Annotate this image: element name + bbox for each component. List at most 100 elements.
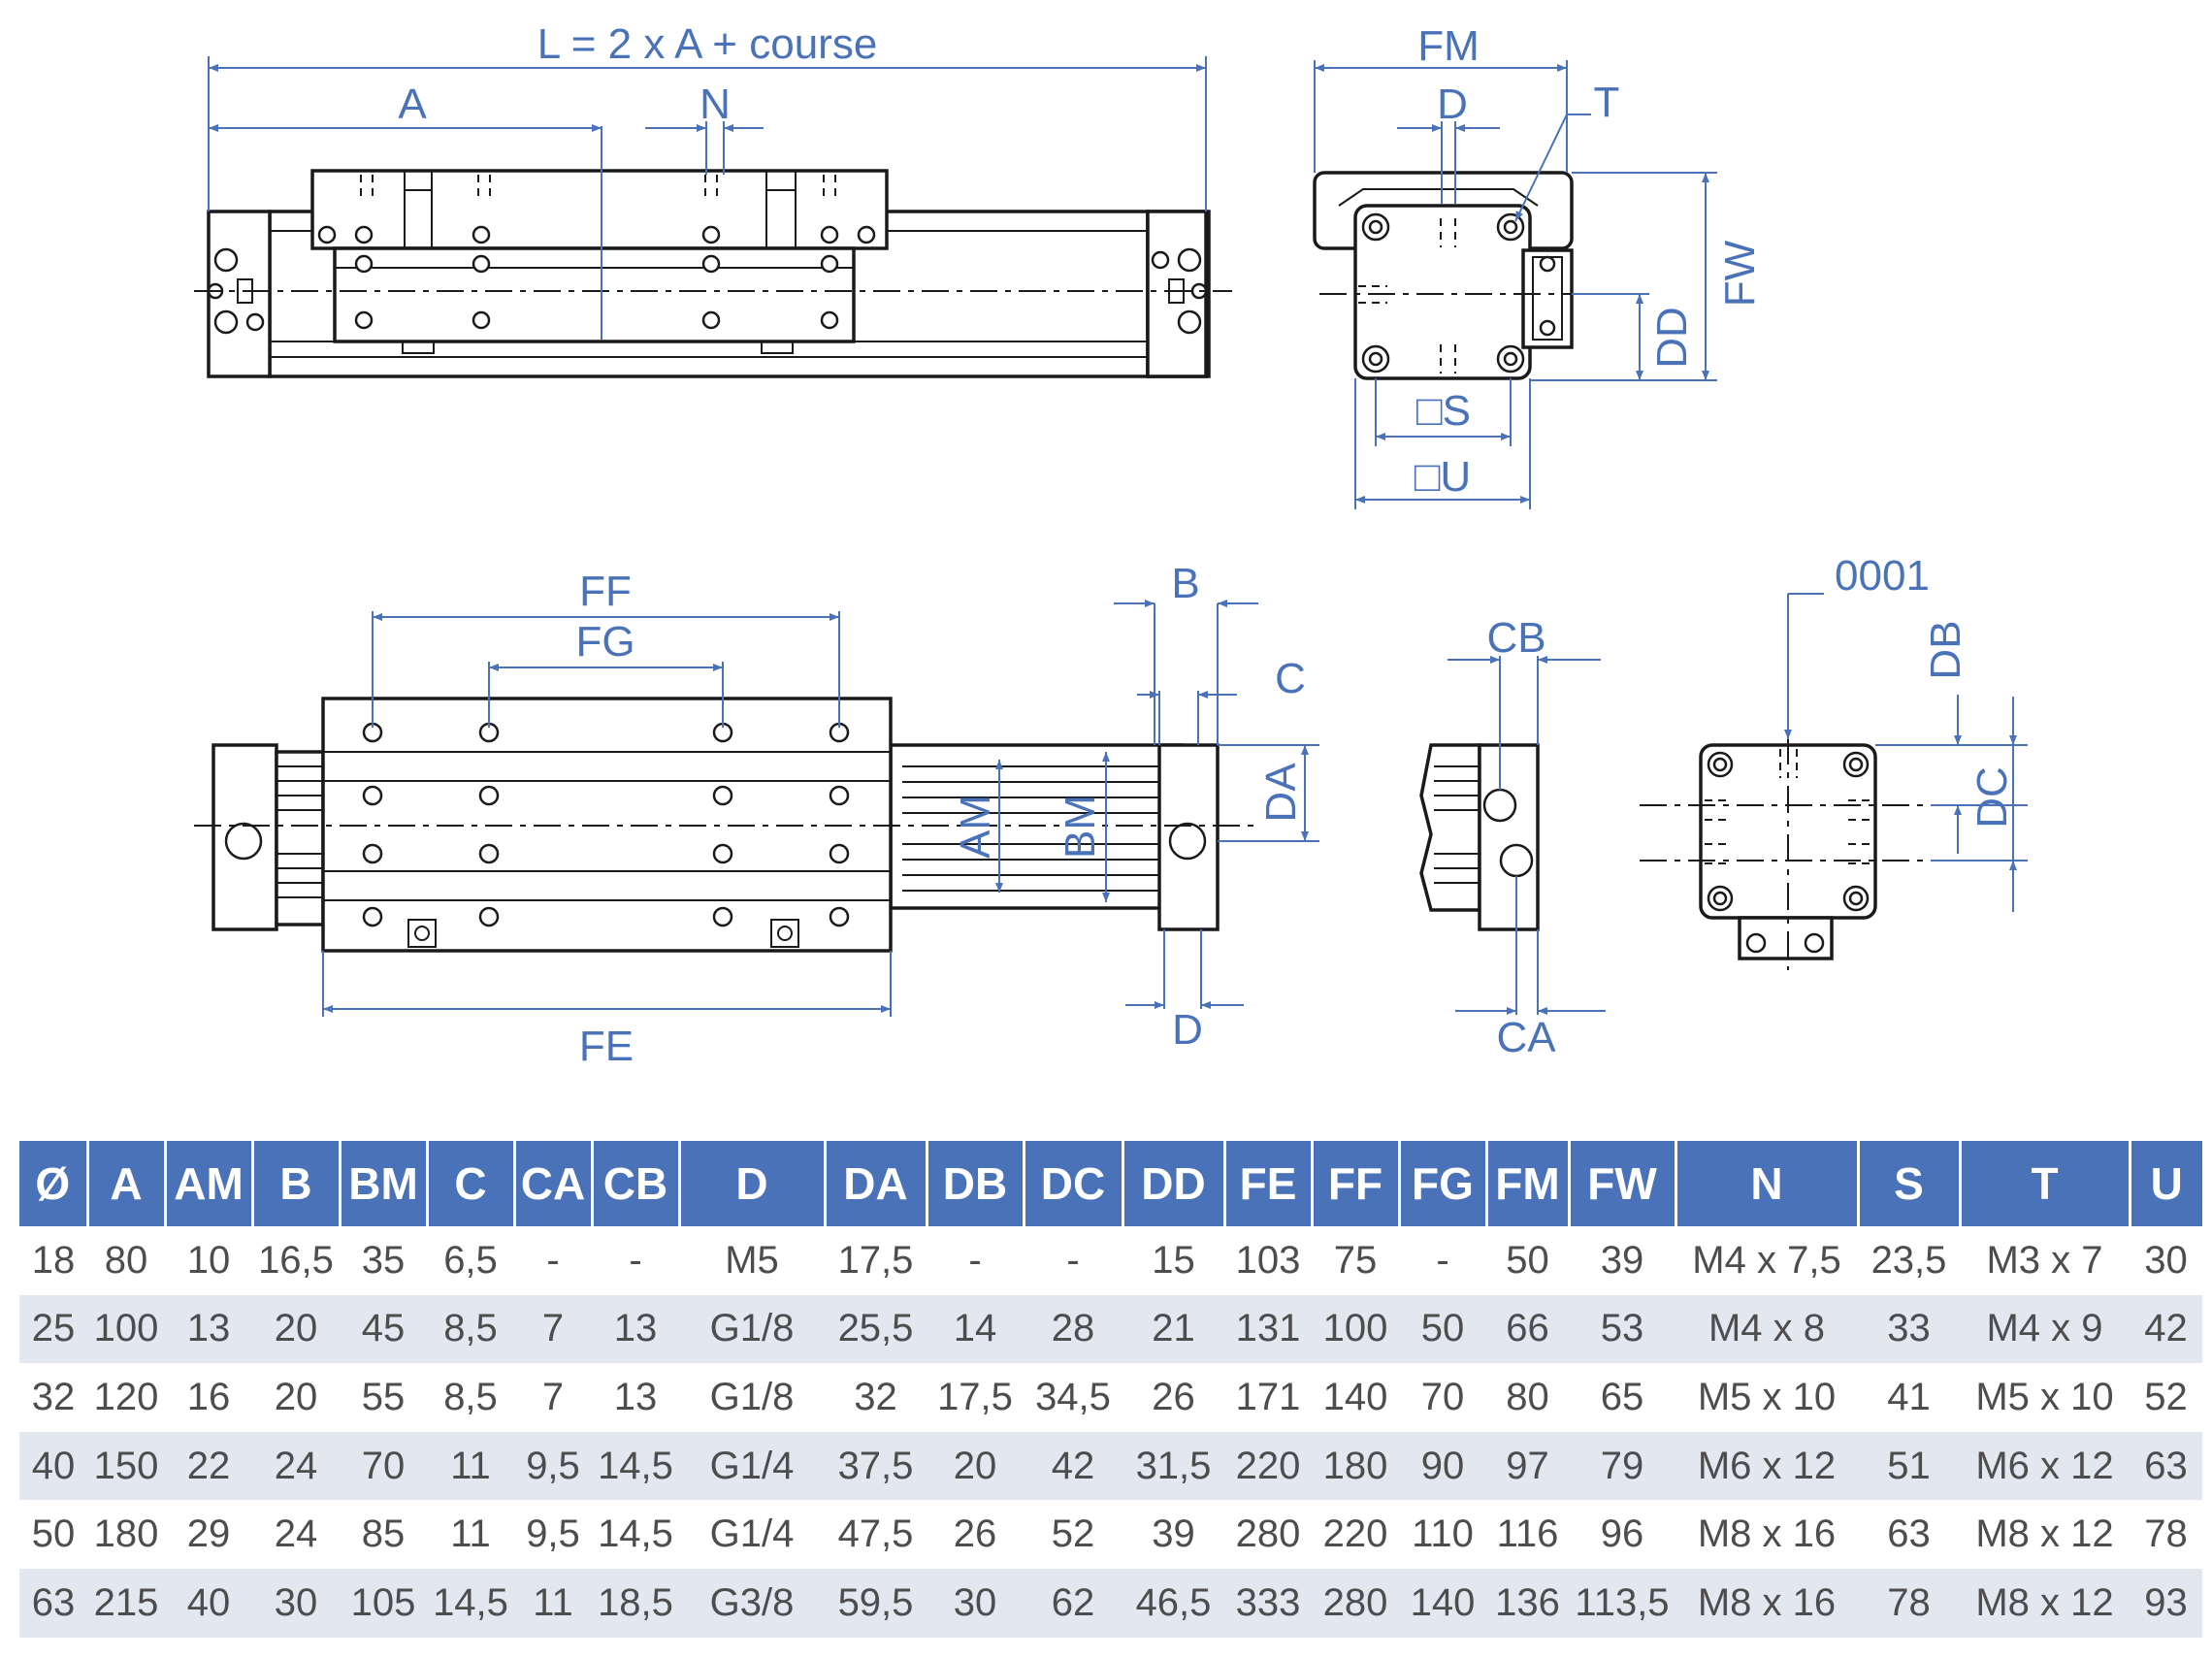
table-cell: M6 x 12 (1675, 1431, 1858, 1501)
table-cell: 15 (1152, 1238, 1195, 1282)
technical-drawing: L = 2 x A + course A N FM D (194, 20, 2028, 1070)
column-header: S (1856, 1141, 1960, 1226)
table-cell: 13 (592, 1294, 679, 1364)
dim-label-DD: DD (1648, 307, 1696, 369)
table-cell: M4 x 7,5 (1692, 1238, 1841, 1282)
column-header: D (677, 1141, 825, 1226)
table-cell: 90 (1399, 1431, 1486, 1501)
table-cell: 29 (186, 1512, 231, 1556)
table-cell: 24 (274, 1512, 318, 1556)
table-cell: 13 (613, 1375, 658, 1418)
table-cell: 11 (450, 1512, 491, 1556)
column-header: N (1674, 1141, 1858, 1226)
column-header: CB (590, 1141, 679, 1226)
flatness-label: 0001 (1835, 552, 1930, 600)
dim-label-DA: DA (1257, 763, 1305, 823)
table-cell: - (968, 1238, 982, 1282)
table-cell: 20 (252, 1294, 340, 1364)
table-cell: 14 (927, 1294, 1024, 1364)
table-cell: 47,5 (837, 1512, 914, 1556)
dim-label-D-top: D (1437, 81, 1468, 128)
column-header: FF (1310, 1141, 1399, 1226)
table-cell: 9,5 (526, 1512, 580, 1556)
column-header: C (425, 1141, 514, 1226)
table-cell: 28 (1024, 1294, 1122, 1364)
table-cell: 7 (514, 1294, 592, 1364)
table-cell: 21 (1122, 1294, 1224, 1364)
table-cell: 220 (1224, 1431, 1312, 1501)
top-view-dimensions: FF FG FE AM BM B C DA D (322, 560, 1319, 1070)
table-cell: 55 (361, 1375, 406, 1418)
table-cell: 70 (340, 1431, 427, 1501)
table-cell: 333 (1224, 1568, 1312, 1638)
table-cell: 6,5 (443, 1238, 498, 1282)
table-cell: 39 (1152, 1512, 1195, 1556)
table-cell: 63 (19, 1568, 87, 1638)
column-header: FG (1397, 1141, 1486, 1226)
table-cell: 42 (2130, 1294, 2202, 1364)
table-cell: 41 (1887, 1375, 1931, 1418)
table-cell: 79 (1569, 1431, 1675, 1501)
table-cell: G1/8 (679, 1294, 825, 1364)
table-cell: G1/8 (709, 1375, 795, 1418)
table-cell: 280 (1235, 1512, 1301, 1556)
table-cell: M8 x 16 (1697, 1512, 1837, 1556)
table-cell: 180 (93, 1512, 159, 1556)
table-cell: 70 (1420, 1375, 1465, 1418)
table-cell: 46,5 (1122, 1568, 1224, 1638)
dim-label-S: □S (1416, 387, 1471, 435)
table-cell: 100 (1312, 1294, 1399, 1364)
table-cell: 59,5 (825, 1568, 927, 1638)
table-cell: 180 (1312, 1431, 1399, 1501)
dim-label-DC: DC (1968, 766, 2016, 829)
table-cell: 65 (1600, 1375, 1644, 1418)
table-cell: 13 (165, 1294, 252, 1364)
table-cell: 53 (1569, 1294, 1675, 1364)
table-cell: 171 (1235, 1375, 1301, 1418)
column-header: FM (1484, 1141, 1569, 1226)
dim-label-T: T (1594, 79, 1620, 126)
table-cell: 14,5 (592, 1431, 679, 1501)
table-cell: 140 (1399, 1568, 1486, 1638)
table-cell: 16 (186, 1375, 231, 1418)
table-cell: 120 (93, 1375, 159, 1418)
port-view-dimensions: CB CA (1448, 614, 1606, 1061)
table-cell: 215 (87, 1568, 165, 1638)
table-cell: M5 x 10 (1975, 1375, 2114, 1418)
column-header: FW (1567, 1141, 1675, 1226)
table-cell: 150 (87, 1431, 165, 1501)
table-cell: 22 (165, 1431, 252, 1501)
column-header: DD (1121, 1141, 1224, 1226)
table-cell: 110 (1412, 1512, 1474, 1556)
column-header: CA (512, 1141, 592, 1226)
dim-label-FE: FE (579, 1023, 634, 1070)
table-cell: 50 (1399, 1294, 1486, 1364)
column-header: AM (163, 1141, 252, 1226)
table-cell: 80 (104, 1238, 148, 1282)
column-header: T (1958, 1141, 2130, 1226)
column-header: DB (925, 1141, 1024, 1226)
table-cell: 280 (1312, 1568, 1399, 1638)
table-cell: 63 (1887, 1512, 1931, 1556)
table-cell: - (546, 1238, 560, 1282)
table-cell: 24 (252, 1431, 340, 1501)
table-cell: 85 (361, 1512, 406, 1556)
table-cell: 96 (1600, 1512, 1644, 1556)
table-cell: 103 (1235, 1238, 1301, 1282)
table-cell: 78 (2144, 1512, 2188, 1556)
side-view-dimensions: L = 2 x A + course A N (208, 20, 1207, 211)
table-cell: 30 (252, 1568, 340, 1638)
table-cell: 14,5 (598, 1512, 673, 1556)
table-cell: 37,5 (825, 1431, 927, 1501)
table-cell: 220 (1322, 1512, 1388, 1556)
table-cell: 52 (1051, 1512, 1095, 1556)
dim-label-CA: CA (1496, 1014, 1556, 1061)
table-cell: M4 x 9 (1960, 1294, 2130, 1364)
dim-label-FW: FW (1716, 240, 1764, 307)
table-cell: 11 (514, 1568, 592, 1638)
